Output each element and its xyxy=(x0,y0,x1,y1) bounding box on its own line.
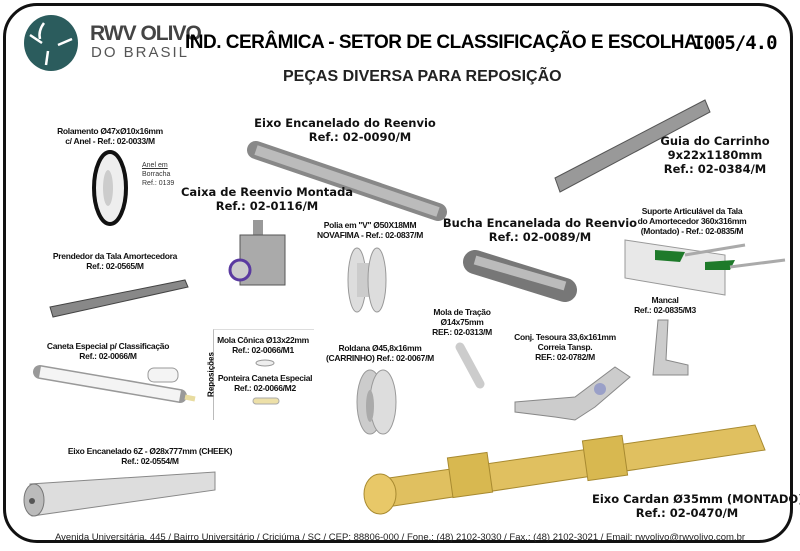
mancal-ref: Ref.: 02-0835/M3 xyxy=(634,305,696,316)
mola-conica-ref: Ref.: 02-0066/M1 xyxy=(232,345,294,356)
mola-tracao-image xyxy=(455,342,485,389)
rolamento-ref: c/ Anel - Ref.: 02-0033/M xyxy=(65,136,155,147)
mola-tracao-name: Mola de Tração xyxy=(433,307,491,317)
eixo-6z-name: Eixo Encanelado 6Z - Ø28x777mm (CHEEK) xyxy=(67,446,233,456)
guia-name: Guia do Carrinho xyxy=(660,134,770,148)
roldana-ref: (CARRINHO) Ref.: 02-0067/M xyxy=(326,353,434,364)
ponteira-ref: Ref.: 02-0066/M2 xyxy=(234,383,296,394)
reposicoes-box xyxy=(213,329,314,420)
anel-line3: Ref.: 0139 xyxy=(142,179,175,187)
roldana-label: Roldana Ø45,8x16mm(CARRINHO) Ref.: 02-00… xyxy=(310,343,450,363)
guia-dim: 9x22x1180mm xyxy=(667,147,763,162)
page-subtitle: PEÇAS DIVERSA PARA REPOSIÇÃO xyxy=(283,68,562,85)
mola-tracao-dim: Ø14x75mm xyxy=(440,317,484,328)
guia-ref: Ref.: 02-0384/M xyxy=(663,161,767,176)
prendedor-name: Prendedor da Tala Amortecedora xyxy=(52,251,178,261)
logo-line2: DO BRASIL xyxy=(91,44,190,61)
mancal-name: Mancal xyxy=(651,295,679,305)
cardan-name: Eixo Cardan Ø35mm (MONTADO) xyxy=(592,492,800,506)
bucha-name: Bucha Encanelada do Reenvio xyxy=(442,216,638,230)
eixo-6z-ref: Ref.: 02-0554/M xyxy=(121,456,179,467)
rolamento-image xyxy=(92,150,128,226)
eixo-6z-label: Eixo Encanelado 6Z - Ø28x777mm (CHEEK)Re… xyxy=(45,446,255,466)
logo-line1: RWV OLIVO xyxy=(90,22,202,45)
anel-line2: Borracha xyxy=(142,170,171,178)
eixo-6z-image xyxy=(23,471,216,517)
prendedor-ref: Ref.: 02-0565/M xyxy=(86,261,144,272)
caixa-name: Caixa de Reenvio Montada xyxy=(180,185,354,199)
cardan-image xyxy=(363,424,766,515)
suporte-line1: Suporte Articulável da Tala xyxy=(641,206,743,216)
cardan-label: Eixo Cardan Ø35mm (MONTADO)Ref.: 02-0470… xyxy=(592,492,800,521)
page-frame xyxy=(3,3,793,543)
roldana-image xyxy=(356,369,397,435)
footer-address: Avenida Universitária, 445 / Bairro Univ… xyxy=(54,532,746,543)
suporte-line2: do Amortecedor 360x316mm xyxy=(637,216,747,227)
tesoura-name: Conj. Tesoura 33,6x161mm xyxy=(514,332,616,342)
tesoura-sub: Correia Tansp. xyxy=(537,342,593,353)
caixa-ref: Ref.: 02-0116/M xyxy=(215,198,319,213)
logo-globe-icon xyxy=(24,15,78,71)
suporte-image xyxy=(624,239,786,296)
doc-code: I005/4.0 xyxy=(693,32,778,54)
suporte-line3: (Montado) - Ref.: 02-0835/M xyxy=(640,226,744,237)
prendedor-image xyxy=(49,279,189,318)
caixa-image xyxy=(228,220,286,286)
anel-line1: Anel em xyxy=(142,162,168,169)
rolamento-name: Rolamento Ø47xØ10x16mm xyxy=(57,126,163,136)
eixo-reenvio-ref: Ref.: 02-0090/M xyxy=(308,129,412,144)
mancal-image xyxy=(652,319,689,376)
caneta-image xyxy=(33,365,196,403)
ponteira-image xyxy=(252,397,280,405)
tesoura-image xyxy=(514,366,631,421)
caneta-ref: Ref.: 02-0066/M xyxy=(79,351,137,362)
polia-ref: NOVAFIMA - Ref.: 02-0837/M xyxy=(316,230,424,241)
mola-conica-image xyxy=(255,359,275,367)
cardan-ref: Ref.: 02-0470/M xyxy=(635,505,739,520)
eixo-reenvio-name: Eixo Encanelado do Reenvio xyxy=(254,116,436,130)
page-title: IND. CERÂMICA - SETOR DE CLASSIFICAÇÃO E… xyxy=(185,32,698,53)
polia-name: Polia em "V" Ø50X18MM xyxy=(323,220,417,230)
polia-image xyxy=(347,247,387,313)
caneta-name: Caneta Especial p/ Classificação xyxy=(46,341,170,351)
bucha-image xyxy=(463,250,577,302)
mola-conica-name: Mola Cônica Ø13x22mm xyxy=(217,335,309,345)
eixo-reenvio-image xyxy=(247,141,447,221)
tesoura-ref: REF.: 02-0782/M xyxy=(535,352,595,363)
ponteira-name: Ponteira Caneta Especial xyxy=(217,373,313,383)
roldana-name: Roldana Ø45,8x16mm xyxy=(338,343,422,353)
bucha-ref: Ref.: 02-0089/M xyxy=(488,229,592,244)
guia-image xyxy=(554,99,711,193)
mola-tracao-ref: REF.: 02-0313/M xyxy=(432,327,492,338)
